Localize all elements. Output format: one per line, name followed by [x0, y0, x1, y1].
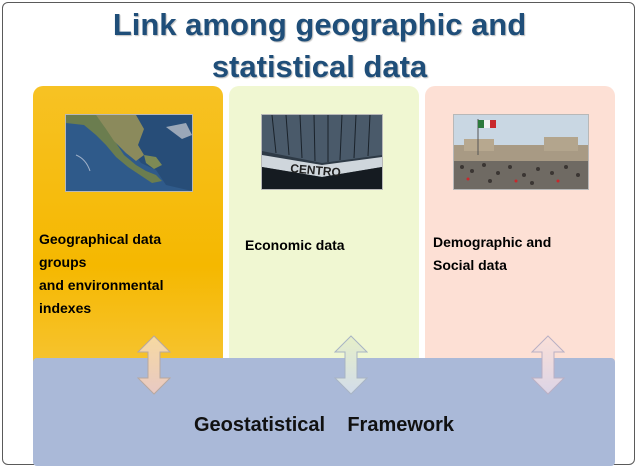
- geographical-column: Geographical data groups and environment…: [33, 86, 223, 386]
- demographic-label: Demographic and Social data: [433, 231, 608, 277]
- geographical-label-line-3: and environmental: [39, 277, 164, 293]
- slide-title: Link among geographic and statistical da…: [0, 4, 639, 88]
- double-arrow-icon: [334, 335, 368, 395]
- demographic-label-line-1: Demographic and: [433, 234, 552, 250]
- office-building-image: CENTRO: [261, 114, 383, 190]
- geographical-label: Geographical data groups and environment…: [39, 228, 219, 320]
- framework-label: Geostatistical Framework: [193, 414, 455, 436]
- economic-column: CENTRO Economic data: [229, 86, 419, 386]
- double-arrow-icon: [137, 335, 171, 395]
- double-arrow-icon: [531, 335, 565, 395]
- demographic-column: Demographic and Social data: [425, 86, 615, 386]
- crowd-plaza-image: [453, 114, 589, 190]
- demographic-label-line-2: Social data: [433, 257, 507, 273]
- economic-label: Economic data: [245, 237, 345, 253]
- geographical-label-line-2: groups: [39, 254, 87, 270]
- geostatistical-framework-band: Geostatistical Framework: [33, 358, 615, 466]
- title-line-2: statistical data: [211, 49, 428, 84]
- title-line-1: Link among geographic and: [112, 7, 527, 42]
- satellite-map-image: [65, 114, 193, 192]
- geographical-label-line-1: Geographical data: [39, 231, 162, 247]
- svg-text:CENTRO: CENTRO: [290, 161, 342, 179]
- geographical-label-line-4: indexes: [39, 300, 92, 316]
